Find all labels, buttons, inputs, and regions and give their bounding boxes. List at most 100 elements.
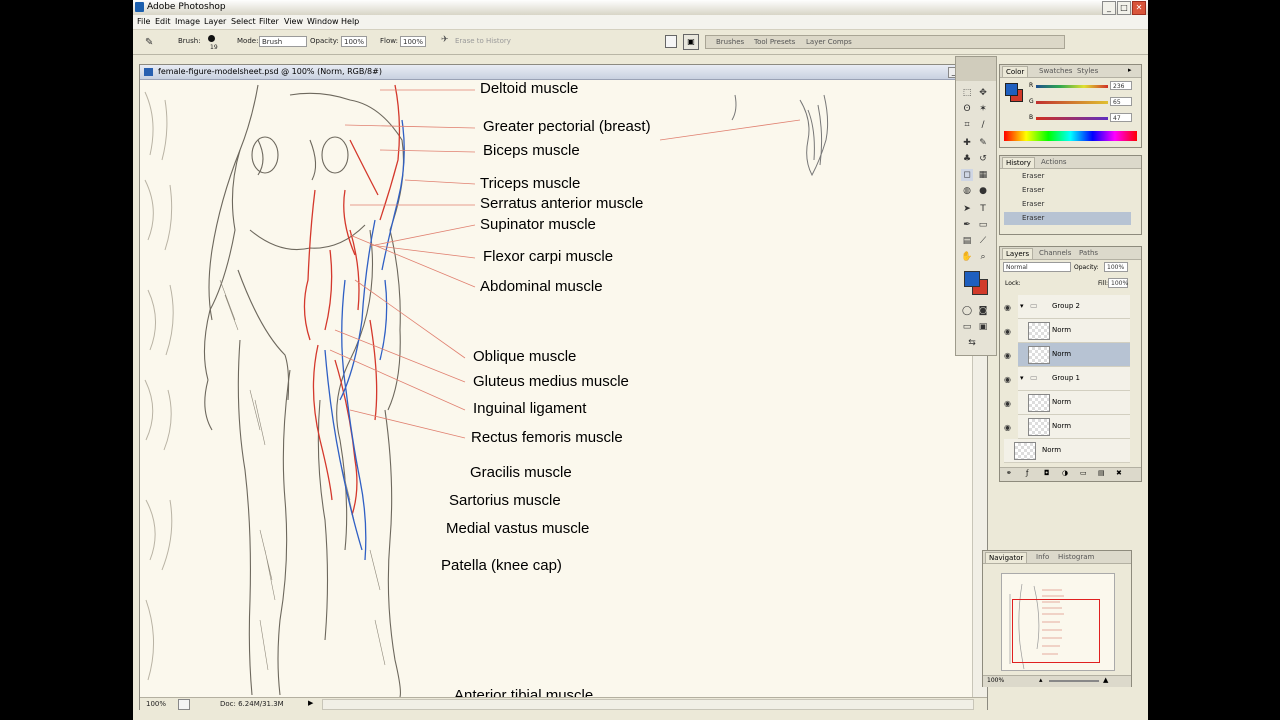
layer-row[interactable]: Norm [1018, 415, 1130, 439]
visibility-eye-icon[interactable]: ◉ [1004, 303, 1011, 312]
menu-file[interactable]: File [137, 17, 151, 26]
screen-mode-standard-icon[interactable]: ▭ [962, 322, 972, 332]
opacity-field[interactable]: 100% [341, 36, 367, 47]
channel-b-slider[interactable] [1036, 117, 1108, 120]
layer-style-icon[interactable]: ƒ [1026, 469, 1029, 477]
magic-wand-tool-icon[interactable]: ✶ [979, 104, 987, 114]
tab-swatches[interactable]: Swatches [1039, 67, 1073, 75]
well-tab-brushes[interactable]: Brushes [716, 38, 745, 46]
layer-row-selected[interactable]: Norm [1018, 343, 1130, 367]
channel-g-slider[interactable] [1036, 101, 1108, 104]
close-button[interactable]: ✕ [1132, 1, 1146, 15]
tab-color[interactable]: Color [1002, 66, 1029, 77]
history-item[interactable]: Eraser [1022, 186, 1045, 194]
blend-mode-select[interactable]: Normal [1003, 262, 1071, 272]
layer-row[interactable]: Norm [1018, 391, 1130, 415]
zoom-level[interactable]: 100% [146, 700, 167, 708]
mode-select[interactable]: Brush [259, 36, 307, 47]
minimize-button[interactable]: _ [1102, 1, 1116, 15]
eyedropper-tool-icon[interactable]: ⟋ [979, 236, 987, 246]
zoom-in-icon[interactable]: ▲ [1103, 676, 1109, 684]
well-tab-layer-comps[interactable]: Layer Comps [806, 38, 852, 46]
tab-actions[interactable]: Actions [1041, 158, 1067, 166]
channel-g-field[interactable]: 65 [1110, 97, 1132, 106]
file-browser-icon[interactable] [665, 35, 677, 48]
pen-tool-icon[interactable]: ✒ [963, 220, 971, 230]
new-group-icon[interactable]: ▭ [1080, 469, 1087, 477]
path-selection-tool-icon[interactable]: ➤ [963, 204, 971, 214]
panel-menu-icon[interactable]: ▸ [1128, 66, 1132, 74]
zoom-out-icon[interactable]: ▴ [1039, 676, 1043, 684]
menu-image[interactable]: Image [175, 17, 201, 26]
dodge-tool-icon[interactable]: ● [979, 186, 987, 196]
menu-select[interactable]: Select [231, 17, 256, 26]
menu-view[interactable]: View [284, 17, 303, 26]
visibility-eye-icon[interactable]: ◉ [1004, 351, 1011, 360]
tab-paths[interactable]: Paths [1079, 249, 1099, 257]
zoom-slider[interactable] [1049, 680, 1099, 682]
menu-layer[interactable]: Layer [204, 17, 227, 26]
maximize-button[interactable]: □ [1117, 1, 1131, 15]
jump-to-imageready-icon[interactable]: ⇆ [968, 338, 976, 348]
menu-edit[interactable]: Edit [155, 17, 171, 26]
delete-layer-icon[interactable]: ✖ [1116, 469, 1122, 477]
palette-well-icon[interactable]: ▣ [683, 34, 699, 50]
erase-to-history-checkbox[interactable]: Erase to History [455, 37, 511, 45]
visibility-eye-icon[interactable]: ◉ [1004, 375, 1011, 384]
menu-filter[interactable]: Filter [259, 17, 279, 26]
expand-arrow-icon[interactable]: ▾ [1020, 374, 1024, 382]
adjustment-layer-icon[interactable]: ◑ [1062, 469, 1069, 477]
notes-tool-icon[interactable]: ▤ [962, 236, 972, 246]
visibility-eye-icon[interactable]: ◉ [1004, 327, 1011, 336]
menu-window[interactable]: Window [307, 17, 339, 26]
eraser-tool-icon[interactable]: ✎ [145, 37, 154, 48]
color-spectrum-ramp[interactable] [1004, 131, 1137, 141]
airbrush-icon[interactable]: ✈ [441, 35, 449, 45]
history-brush-tool-icon[interactable]: ↺ [979, 154, 987, 164]
zoom-tool-icon[interactable]: ⌕ [980, 252, 986, 262]
blur-tool-icon[interactable]: ◍ [963, 186, 971, 196]
brush-tool-icon[interactable]: ✎ [979, 138, 987, 148]
slice-tool-icon[interactable]: ∕ [981, 120, 985, 130]
eraser-tool-icon[interactable]: ◻ [961, 169, 973, 181]
canvas[interactable]: Deltoid muscle Greater pectorial (breast… [140, 80, 972, 697]
flow-field[interactable]: 100% [400, 36, 426, 47]
menu-help[interactable]: Help [341, 17, 360, 26]
channel-r-field[interactable]: 236 [1110, 81, 1132, 90]
lasso-tool-icon[interactable]: ʘ [963, 104, 971, 114]
crop-tool-icon[interactable]: ⌗ [964, 120, 970, 130]
navigator-thumbnail[interactable] [1001, 573, 1115, 671]
marquee-tool-icon[interactable]: ⬚ [962, 88, 972, 98]
tab-styles[interactable]: Styles [1077, 67, 1099, 75]
channel-b-field[interactable]: 47 [1110, 113, 1132, 122]
tab-histogram[interactable]: Histogram [1058, 553, 1095, 561]
type-tool-icon[interactable]: T [980, 204, 986, 214]
layer-row[interactable]: Norm [1018, 319, 1130, 343]
shape-tool-icon[interactable]: ▭ [978, 220, 988, 230]
layer-row-bottom[interactable]: Norm [1004, 439, 1130, 463]
standard-mode-icon[interactable]: ◯ [961, 306, 973, 316]
move-tool-icon[interactable]: ✥ [979, 88, 987, 98]
healing-brush-tool-icon[interactable]: ✚ [963, 138, 971, 148]
layer-row-group-2[interactable]: ▾ ▭ Group 2 [1018, 295, 1130, 319]
gradient-tool-icon[interactable]: ▦ [978, 170, 988, 180]
tab-info[interactable]: Info [1036, 553, 1050, 561]
tab-channels[interactable]: Channels [1039, 249, 1072, 257]
channel-r-slider[interactable] [1036, 85, 1108, 88]
tab-navigator[interactable]: Navigator [985, 552, 1028, 563]
history-item-selected[interactable]: Eraser [1004, 212, 1131, 225]
status-menu-arrow-icon[interactable]: ▶ [308, 699, 314, 707]
new-layer-icon[interactable]: ▤ [1098, 469, 1105, 477]
layer-row-group-1[interactable]: ▾ ▭ Group 1 [1018, 367, 1130, 391]
navigator-view-box[interactable] [1012, 599, 1100, 663]
expand-arrow-icon[interactable]: ▾ [1020, 302, 1024, 310]
layer-mask-icon[interactable]: ◘ [1044, 469, 1050, 477]
layer-opacity-field[interactable]: 100% [1104, 262, 1128, 272]
color-fg-swatch[interactable] [1005, 83, 1018, 96]
tab-layers[interactable]: Layers [1002, 248, 1034, 259]
visibility-eye-icon[interactable]: ◉ [1004, 399, 1011, 408]
clone-stamp-tool-icon[interactable]: ♣ [962, 154, 972, 164]
tab-history[interactable]: History [1002, 157, 1035, 168]
brush-preview-icon[interactable] [208, 35, 215, 42]
link-layers-icon[interactable]: ⚭ [1006, 469, 1012, 477]
